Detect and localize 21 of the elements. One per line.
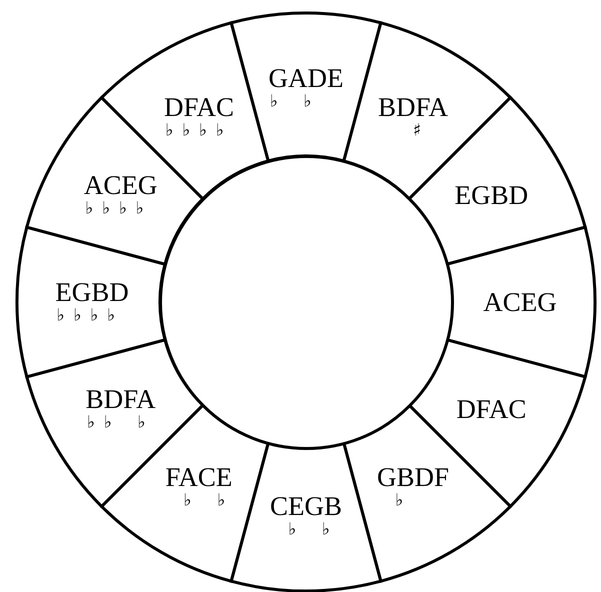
accidental-marks: ♯ bbox=[410, 120, 428, 141]
accidental-marks: ♭ bbox=[392, 491, 411, 512]
accidental-marks: ♭ ♭ bbox=[268, 92, 320, 112]
accidental-marks: ♭♭♭♭ bbox=[84, 199, 152, 219]
chord-letters: BDFA bbox=[86, 385, 156, 413]
chord-letters: BDFA bbox=[378, 92, 448, 121]
accidental-marks: ♭ ♭ bbox=[286, 520, 338, 540]
chord-letters: EGBD bbox=[55, 278, 129, 306]
chord-letters: GADE bbox=[268, 64, 344, 92]
chord-letters: ACEG bbox=[483, 288, 557, 316]
chord-letters: FACE bbox=[165, 463, 232, 492]
accidental-marks: ♭♭♭♭ bbox=[164, 120, 232, 141]
chord-letters: CEGB bbox=[270, 492, 342, 520]
chord-letters: GBDF bbox=[376, 463, 450, 492]
chord-letters: EGBD bbox=[454, 181, 528, 209]
chord-letters: DFAC bbox=[164, 92, 234, 121]
accidental-marks: ♭♭♭♭ bbox=[55, 306, 123, 326]
chord-letters: ACEG bbox=[84, 171, 158, 199]
accidental-marks: ♭♭ ♭ bbox=[86, 413, 153, 433]
chord-letters: DFAC bbox=[456, 395, 526, 423]
accidental-marks: ♭ ♭ bbox=[181, 491, 233, 512]
